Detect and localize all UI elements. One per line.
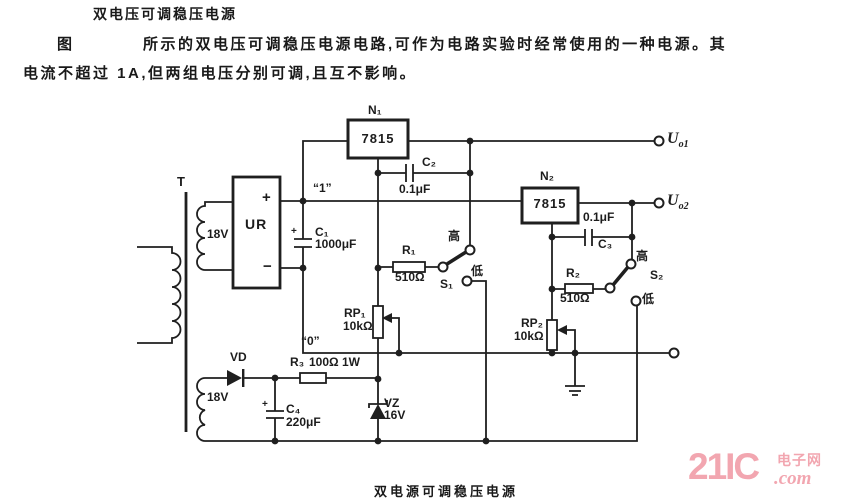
r3-name: R₃ [290, 355, 305, 369]
output1-label: Uo1 [667, 130, 689, 150]
output1-terminal [653, 135, 665, 147]
watermark-brand: 21IC [688, 446, 760, 487]
node0-label: “0” [301, 334, 320, 348]
c4-polarity: + [262, 399, 268, 410]
vz-name: VZ [384, 396, 400, 410]
body-line-1: 所示的双电压可调稳压电源电路,可作为电路实验时经常使用的一种电源。其 [143, 36, 728, 53]
rp1-name: RP₁ [344, 306, 366, 320]
rp1-value: 10kΩ [343, 319, 373, 333]
c3-value: 0.1μF [583, 210, 615, 224]
body-line-2: 电流不超过 1A,但两组电压分别可调,且互不影响。 [23, 65, 418, 82]
vd-cathode-bar [242, 369, 245, 387]
rp1-wiper-arrowhead [382, 313, 392, 323]
rectifier-plus-sign: + [262, 189, 271, 206]
s1-name: S₁ [440, 277, 453, 291]
watermark-site-name: 电子网 [777, 452, 822, 468]
r1-value: 510Ω [395, 270, 425, 284]
s1-arm [446, 250, 467, 266]
s1-high-label: 高 [448, 229, 461, 243]
watermark: 21IC 电子网 .com [688, 448, 838, 500]
s2-low-label: 低 [642, 292, 655, 306]
r2-resistor-body [564, 283, 594, 294]
rp2-wiper-and-ground [565, 329, 585, 396]
node1-label: “1” [313, 181, 332, 195]
vz-diode-triangle [370, 404, 386, 419]
c3-capacitor [552, 229, 632, 246]
bridge-rectifier-box [231, 175, 282, 290]
c1-polarity: + [291, 226, 297, 237]
r2-value: 510Ω [560, 291, 590, 305]
secondary-winding-1 [196, 201, 233, 271]
c3-name: C₃ [598, 237, 613, 251]
common-terminal [668, 347, 680, 359]
n2-regulator-box [520, 186, 580, 225]
rectifier-label: UR [245, 216, 268, 232]
secondary-winding-2-and-bottom-rail [196, 306, 638, 442]
s1-low-contact [461, 275, 473, 287]
n2-chip-number: 7815 [533, 196, 567, 211]
c1-value: 1000μF [315, 237, 357, 251]
s2-high-contact [625, 258, 637, 270]
winding2-voltage: 18V [207, 390, 229, 404]
r1-name: R₁ [402, 243, 416, 257]
r1-resistor-body [392, 261, 426, 273]
wire-n1-input [302, 140, 348, 201]
wires [137, 140, 669, 442]
n1-regulator-box [346, 118, 410, 160]
s1-high-contact [464, 244, 476, 256]
c4-capacitor [266, 378, 284, 441]
rp1-wiper [391, 317, 400, 353]
n2-name: N₂ [540, 169, 554, 183]
wire-s1-low [472, 280, 487, 441]
rp2-value: 10kΩ [514, 329, 544, 343]
r2-name: R₂ [566, 266, 580, 280]
s1-low-label: 低 [471, 264, 484, 278]
title-line: 双电压可调稳压电源 [93, 6, 237, 22]
output2-label: Uo2 [667, 192, 689, 212]
s2-high-label: 高 [636, 249, 649, 263]
vz-value: 16V [384, 408, 406, 422]
vd-diode-triangle [227, 370, 242, 386]
diodes-and-arrows [227, 313, 567, 419]
c2-capacitor [378, 164, 470, 182]
c1-name: C₁ [315, 225, 329, 239]
rp1-pot-body [372, 305, 384, 339]
n1-name: N₁ [368, 103, 382, 117]
r3-value: 100Ω 1W [309, 355, 360, 369]
transformer-label: T [177, 174, 185, 189]
rp2-pot-body [546, 319, 558, 351]
rp2-name: RP₂ [521, 316, 544, 330]
primary-winding [137, 246, 182, 344]
s2-pole-contact [604, 282, 616, 294]
open-contacts [437, 135, 680, 359]
n1-chip-number: 7815 [361, 131, 395, 146]
output2-terminal [653, 197, 665, 209]
c4-value: 220μF [286, 415, 321, 429]
s2-arm [611, 265, 630, 287]
s2-low-contact [630, 295, 642, 307]
figure-ref: 图 [57, 36, 75, 53]
component-boxes [231, 118, 594, 384]
rectifier-minus-sign: − [263, 258, 272, 275]
vd-name: VD [230, 350, 247, 364]
s2-name: S₂ [650, 268, 664, 282]
watermark-domain: .com [774, 468, 812, 489]
r3-resistor-body [299, 372, 327, 384]
c2-name: C₂ [422, 155, 436, 169]
figure-caption: 双电源可调稳压电源 [374, 484, 519, 499]
c1-and-zero-line [280, 201, 669, 354]
c4-name: C₄ [286, 402, 301, 416]
c2-value: 0.1μF [399, 182, 431, 196]
winding1-voltage: 18V [207, 227, 229, 241]
junction-dots [271, 137, 636, 445]
s1-pole-contact [437, 261, 449, 273]
rp2-wiper-arrowhead [557, 325, 567, 335]
